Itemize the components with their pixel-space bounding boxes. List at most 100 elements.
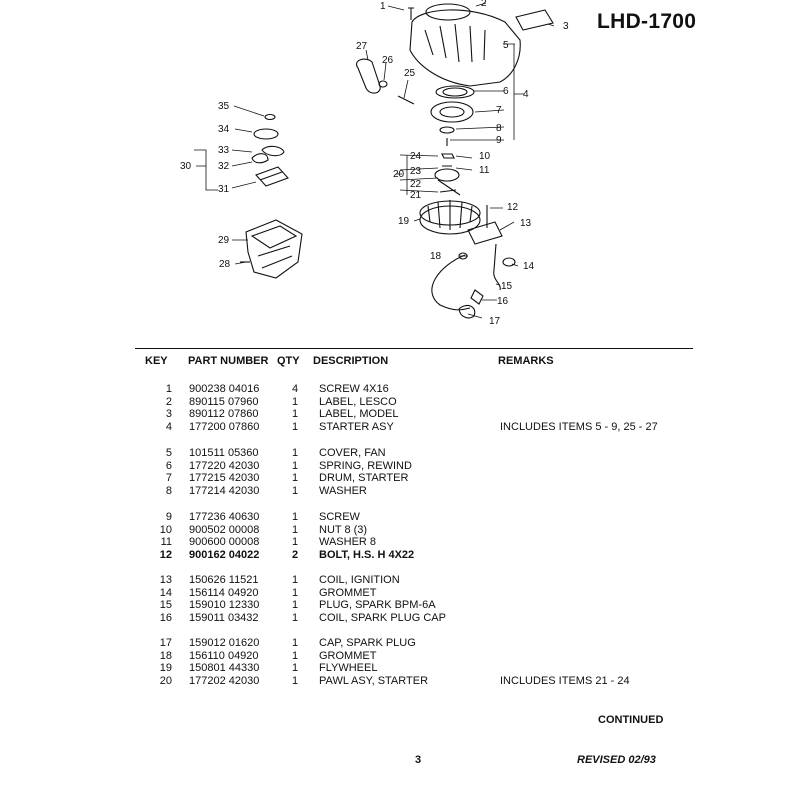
part-number: 177215 42030: [189, 472, 260, 485]
part-key: 5: [165, 447, 172, 459]
part-key: 13: [159, 574, 172, 586]
callout-label: 4: [523, 89, 529, 100]
rewind-spring-part: [435, 85, 475, 99]
callout-label: 2: [481, 0, 487, 9]
part-qty: 1: [291, 611, 299, 624]
part-qty: 1: [291, 536, 299, 549]
column-header-key: KEY: [145, 355, 168, 367]
part-description: COIL, SPARK PLUG CAP: [319, 611, 446, 624]
callout-label: 27: [356, 41, 368, 52]
part-remarks: INCLUDES ITEMS 21 - 24: [500, 674, 630, 687]
part-number: 177220 42030: [189, 459, 260, 472]
part-number: 890112 07860: [189, 408, 259, 421]
column-header-part-number: PART NUMBER: [188, 355, 269, 367]
part-description: CAP, SPARK PLUG: [319, 637, 416, 649]
starter-handle-part: [356, 58, 381, 94]
part-number: 900502 00008: [189, 523, 260, 536]
part-qty: 1: [291, 472, 299, 485]
callout-label: 26: [382, 55, 394, 66]
part-number: 159010 12330: [189, 599, 260, 612]
part-number: 156110 04920: [189, 649, 259, 662]
part-key: 8: [165, 484, 172, 497]
callout-label: 18: [430, 251, 442, 262]
part-description: WASHER 8: [319, 536, 377, 549]
fan-cover-part: [409, 9, 521, 87]
part-key: 9: [165, 511, 172, 523]
part-number: 890115 07960: [189, 395, 259, 408]
part-description: SCREW: [319, 511, 360, 523]
part-key: 18: [159, 649, 172, 662]
part-key: 7: [165, 472, 172, 485]
part-number: 177214 42030: [189, 484, 260, 497]
page-number: 3: [415, 754, 422, 766]
callout-label: 13: [520, 218, 532, 229]
model-title: LHD-1700: [597, 10, 697, 33]
part-qty: 2: [291, 548, 299, 561]
callout-label: 22: [410, 179, 422, 190]
part-qty: 1: [291, 408, 299, 421]
callout-label: 3: [563, 21, 569, 32]
header-rule: [135, 348, 693, 349]
part-qty: 1: [291, 523, 299, 536]
part-number: 900162 04022: [189, 548, 260, 561]
part-number: 900600 00008: [189, 536, 260, 549]
part-key: 6: [165, 459, 172, 472]
callout-label: 23: [410, 166, 422, 177]
part-description: LABEL, LESCO: [319, 395, 397, 408]
callout-label: 1: [380, 1, 386, 12]
part-number: 156114 04920: [189, 586, 259, 599]
part-key: 15: [159, 599, 172, 612]
part-key: 2: [165, 395, 172, 408]
callout-label: 33: [218, 145, 230, 156]
part-description: PAWL ASY, STARTER: [319, 674, 429, 687]
plate-part: [253, 128, 279, 140]
callout-label: 20: [393, 169, 405, 180]
part-description: SCREW 4X16: [319, 383, 389, 395]
part-qty: 1: [291, 484, 299, 497]
column-header-description: DESCRIPTION: [313, 355, 389, 367]
part-description: WASHER: [319, 484, 367, 497]
part-description: COVER, FAN: [319, 447, 386, 459]
label-model-part: [515, 9, 554, 31]
part-number: 177202 42030: [189, 674, 260, 687]
part-qty: 1: [291, 395, 299, 408]
ignition-coil-part: [467, 221, 503, 245]
exploded-parts-diagram: 1 2 3 4 5 6 7 8 9 10 11 12 13 14 15 16 1…: [180, 0, 569, 327]
callout-label: 11: [479, 165, 490, 176]
part-number: 177236 40630: [189, 511, 260, 523]
callout-label: 21: [410, 190, 422, 201]
callout-label: 6: [503, 86, 509, 97]
part-qty: 1: [291, 511, 299, 523]
callout-label: 16: [497, 296, 509, 307]
part-number: 159012 01620: [189, 637, 260, 649]
callout-label: 35: [218, 101, 230, 112]
part-key: 11: [160, 536, 172, 549]
label-lesco-part: [425, 3, 471, 21]
part-description: GROMMET: [319, 586, 377, 599]
part-qty: 1: [291, 586, 299, 599]
part-description: PLUG, SPARK BPM-6A: [319, 599, 436, 612]
spark-plug-cap-part: [458, 304, 476, 319]
callout-label: 9: [496, 135, 502, 146]
part-qty: 1: [291, 574, 299, 586]
part-qty: 1: [291, 674, 299, 687]
callout-label: 8: [496, 123, 502, 134]
part-qty: 1: [291, 599, 299, 612]
part-description: FLYWHEEL: [319, 662, 378, 675]
part-number: 177200 07860: [189, 420, 260, 433]
part-remarks: INCLUDES ITEMS 5 - 9, 25 - 27: [500, 420, 658, 433]
part-number: 150801 44330: [189, 662, 260, 675]
part-key: 16: [159, 611, 172, 624]
callout-labels: 1 2 3 4 5 6 7 8 9 10 11 12 13 14 15 16 1…: [180, 0, 569, 327]
callout-label: 31: [218, 184, 230, 195]
part-key: 10: [159, 523, 172, 536]
part-qty: 1: [291, 459, 299, 472]
callout-label: 34: [218, 124, 230, 135]
callout-label: 29: [218, 235, 230, 246]
part-key: 4: [165, 420, 172, 433]
part-key: 20: [159, 674, 172, 687]
callout-label: 30: [180, 161, 192, 172]
carb-body-part: [245, 219, 303, 279]
part-description: STARTER ASY: [319, 420, 394, 433]
part-description: BOLT, H.S. H 4X22: [319, 548, 415, 561]
